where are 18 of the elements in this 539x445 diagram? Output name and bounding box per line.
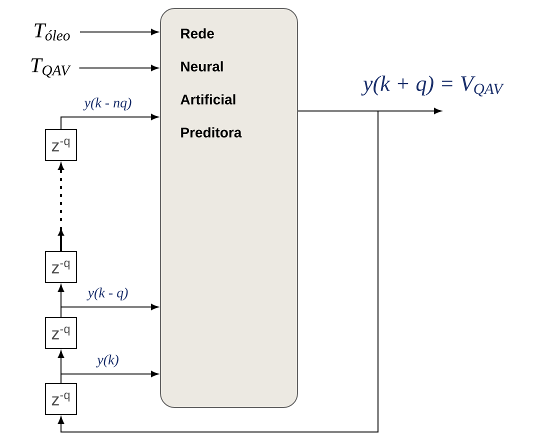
dotted-arrow: [58, 164, 64, 252]
edge-label: y(k - nq): [83, 96, 133, 112]
delay-box: z$^{-q}$: [45, 129, 77, 161]
delay-box: z$^{-q}$: [45, 317, 77, 349]
edge-label: y(k + q) = V$_{QAV}$: [361, 74, 504, 98]
arrow: [151, 64, 158, 72]
arrow: [60, 304, 158, 318]
input-label: T$_{QAV}$: [31, 58, 71, 78]
delay-box: z$^{-q}$: [45, 251, 77, 283]
arrow: [60, 114, 158, 130]
delay-box: z$^{-q}$: [45, 383, 77, 415]
arrow: [60, 370, 158, 384]
input-label: T$_{óleo}$: [34, 24, 70, 40]
arrow: [151, 28, 158, 36]
arrow: [58, 110, 378, 432]
network-box: Rede Neural Artificial Preditora: [160, 8, 298, 408]
edge-label: y(k - q): [86, 286, 130, 302]
edge-label: y(k): [96, 354, 120, 368]
